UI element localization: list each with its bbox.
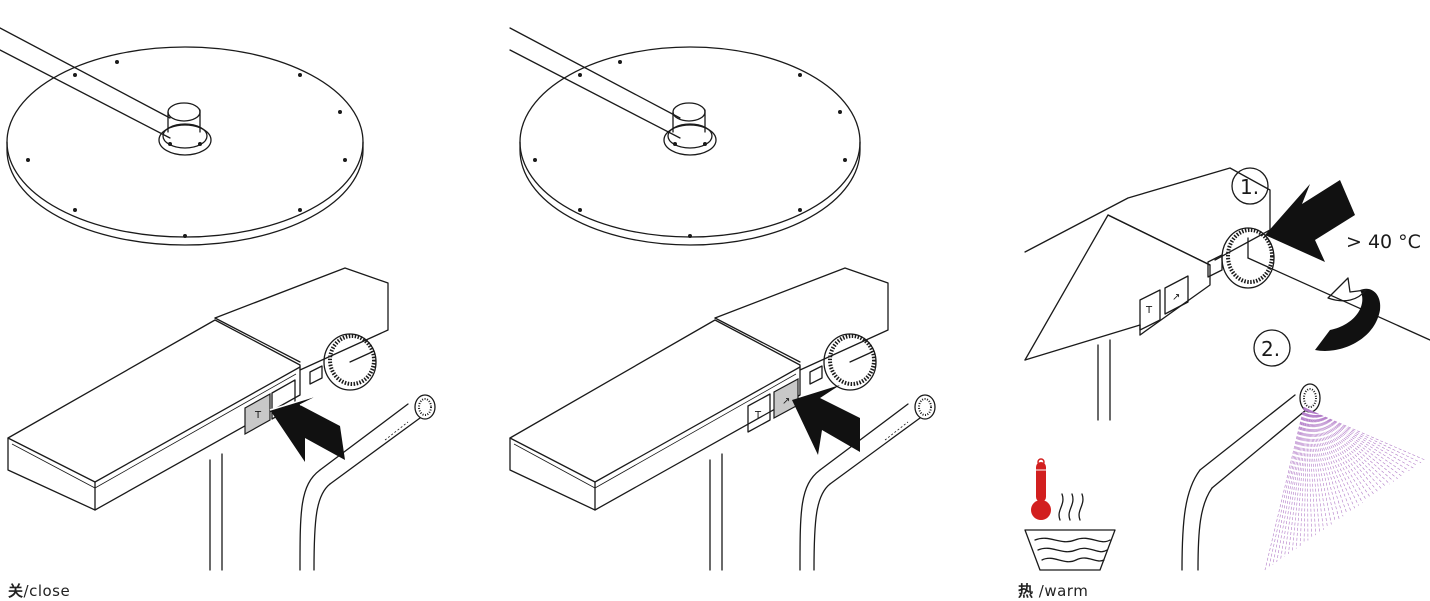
- rain-shower-head: [520, 47, 860, 245]
- shower-arm: [0, 28, 170, 138]
- caption-divider: /: [1034, 582, 1045, 600]
- svg-text:T: T: [1145, 305, 1153, 316]
- spray-line: [1314, 412, 1401, 476]
- caption-close-cn: 关: [8, 582, 24, 600]
- thermometer-icon: [1031, 459, 1051, 520]
- spray-line: [1315, 413, 1417, 466]
- thermostat-body: [8, 268, 388, 510]
- spray-line: [1316, 413, 1421, 463]
- button-close[interactable]: T: [245, 394, 270, 434]
- spray-line: [1310, 410, 1347, 514]
- spray-line: [1311, 411, 1359, 506]
- step-2-label: 2.: [1261, 337, 1280, 361]
- step-1-label: 1.: [1240, 175, 1259, 199]
- svg-text:T: T: [754, 410, 762, 421]
- push-arrow-icon: [792, 385, 860, 455]
- svg-text:↗: ↗: [782, 396, 790, 407]
- caption-close: 关/close: [8, 580, 70, 601]
- spray-line: [1315, 413, 1413, 468]
- spray-line: [1314, 412, 1394, 482]
- caption-warm-cn: 热: [1018, 582, 1034, 600]
- shower-arm: [510, 28, 680, 138]
- temperature-threshold: > 40 °C: [1346, 231, 1421, 253]
- step-2-marker: 2.: [1254, 330, 1290, 366]
- spray-line: [1307, 409, 1308, 541]
- spray-line: [1313, 412, 1390, 484]
- spray-line: [1311, 411, 1362, 503]
- temperature-knob[interactable]: [310, 334, 376, 390]
- stand-leg: [1098, 340, 1110, 420]
- rain-shower-head: [7, 47, 363, 245]
- thermostat-body: [1025, 168, 1270, 360]
- push-arrow-icon: [1265, 180, 1355, 262]
- water-spray: [1265, 407, 1425, 570]
- spray-line: [1308, 409, 1312, 538]
- panel-handshower: T ↗: [500, 0, 970, 580]
- caption-close-en: close: [29, 582, 70, 600]
- panel-warm: T ↗ 1. > 40 °C 2.: [1010, 0, 1430, 580]
- spray-line: [1308, 409, 1316, 535]
- spray-line: [1309, 409, 1328, 527]
- spray-line: [1313, 411, 1382, 489]
- stand-leg: [210, 454, 222, 570]
- panel-close: T: [0, 0, 470, 580]
- spray-line: [1296, 408, 1306, 548]
- caption-warm: 热 /warm: [1018, 580, 1088, 601]
- spray-line: [1273, 407, 1305, 564]
- caption-warm-en: warm: [1044, 582, 1088, 600]
- svg-text:T: T: [254, 410, 262, 421]
- spray-line: [1281, 408, 1306, 560]
- hand-shower: [1182, 384, 1320, 570]
- rotate-arrow-icon: [1315, 278, 1380, 351]
- svg-text:↗: ↗: [1172, 292, 1180, 303]
- spray-line: [1310, 410, 1340, 519]
- button-close[interactable]: T: [1140, 290, 1160, 330]
- temperature-knob[interactable]: [810, 334, 876, 390]
- push-arrow-icon: [270, 394, 345, 462]
- stand-leg: [710, 454, 722, 570]
- button-handshower[interactable]: ↗: [1165, 276, 1188, 314]
